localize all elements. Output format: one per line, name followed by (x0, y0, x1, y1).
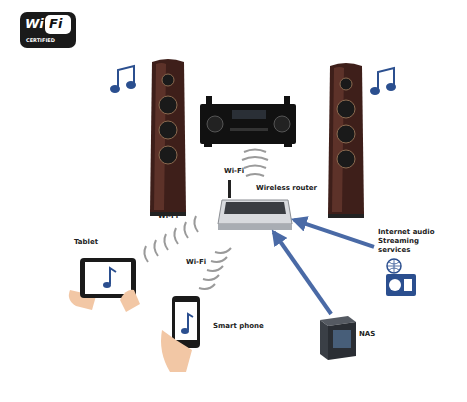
streaming-icon (386, 259, 416, 296)
streaming-node: Internet audio Streaming services (374, 226, 464, 298)
speaker (328, 63, 364, 218)
wifi-label: Wi-Fi (224, 167, 244, 176)
logo-text: Wi (25, 16, 44, 31)
device-label: NAS (359, 330, 375, 339)
tablet-node: Tablet (72, 238, 142, 308)
router-node: Wireless router (218, 182, 294, 232)
tablet (69, 258, 140, 312)
nas-node: NAS (316, 314, 380, 362)
device-label: Internet audio Streaming services (378, 228, 440, 255)
smart-phone (161, 296, 200, 372)
data-arrow (294, 220, 374, 247)
data-arrow (274, 232, 332, 314)
wifi-label: Wi-Fi (186, 258, 206, 267)
wifi-logo (20, 12, 76, 48)
logo-text: CERTIFIED (26, 37, 55, 44)
wifi-label: Wi-Fi (158, 212, 178, 221)
av-receiver (200, 96, 296, 147)
logo-text: Fi (49, 16, 62, 31)
device-label: Tablet (74, 238, 98, 247)
nas-drive (320, 316, 356, 360)
device-label: Wireless router (256, 184, 317, 193)
phone-node: Smart phone (165, 292, 260, 352)
device-label: Smart phone (213, 322, 264, 331)
speaker (150, 59, 186, 216)
